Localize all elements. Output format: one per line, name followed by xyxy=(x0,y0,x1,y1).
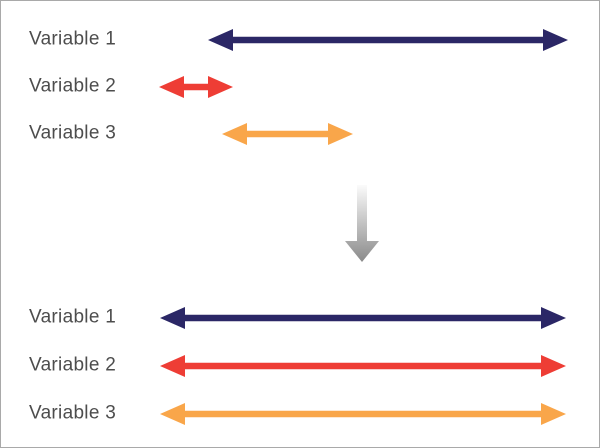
after-range-arrow-variable-1 xyxy=(160,307,566,329)
down-arrow-icon xyxy=(345,185,379,262)
before-range-arrow-variable-2 xyxy=(159,76,233,98)
before-label-variable-3: Variable 3 xyxy=(29,122,117,144)
after-label-variable-2: Variable 2 xyxy=(29,354,117,376)
after-range-arrow-variable-3 xyxy=(160,403,566,425)
after-label-variable-3: Variable 3 xyxy=(29,402,117,424)
before-range-arrow-variable-3 xyxy=(222,123,353,145)
before-label-variable-2: Variable 2 xyxy=(29,75,117,97)
before-range-arrow-variable-1 xyxy=(208,29,568,51)
after-range-arrow-variable-2 xyxy=(160,355,566,377)
before-label-variable-1: Variable 1 xyxy=(29,28,117,50)
after-label-variable-1: Variable 1 xyxy=(29,306,117,328)
